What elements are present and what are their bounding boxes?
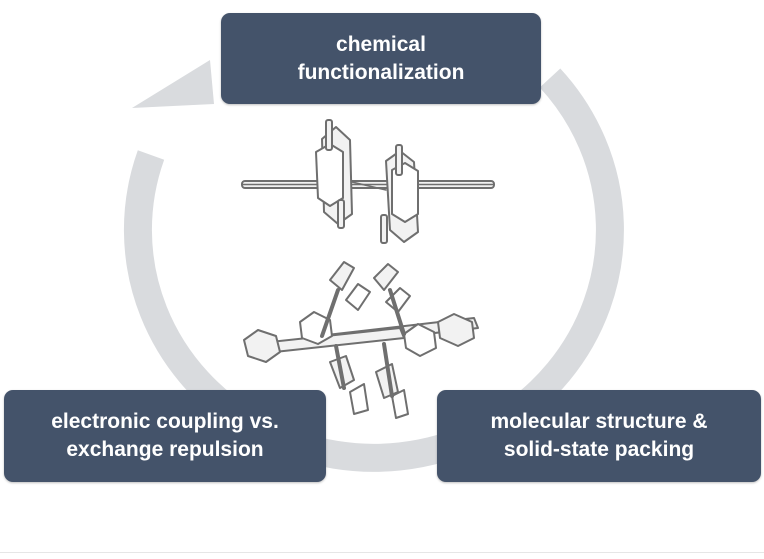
box-left-line1: electronic coupling vs. xyxy=(51,410,279,433)
electronic-coupling-box: electronic coupling vs. exchange repulsi… xyxy=(4,390,326,482)
box-right-line1: molecular structure & xyxy=(490,410,708,433)
cycle-arrow-icon xyxy=(123,60,624,472)
chemical-functionalization-box: chemical functionalization xyxy=(221,13,541,104)
box-top-line1: chemical xyxy=(336,32,426,56)
box-left-line2: exchange repulsion xyxy=(66,438,264,461)
box-right-line2: solid-state packing xyxy=(503,438,695,461)
molecule-bottom-icon xyxy=(243,261,479,419)
box-top-line2: functionalization xyxy=(297,60,465,84)
molecular-structure-box: molecular structure & solid-state packin… xyxy=(437,390,761,482)
molecule-top-icon xyxy=(241,119,495,244)
bottom-divider xyxy=(0,552,764,553)
